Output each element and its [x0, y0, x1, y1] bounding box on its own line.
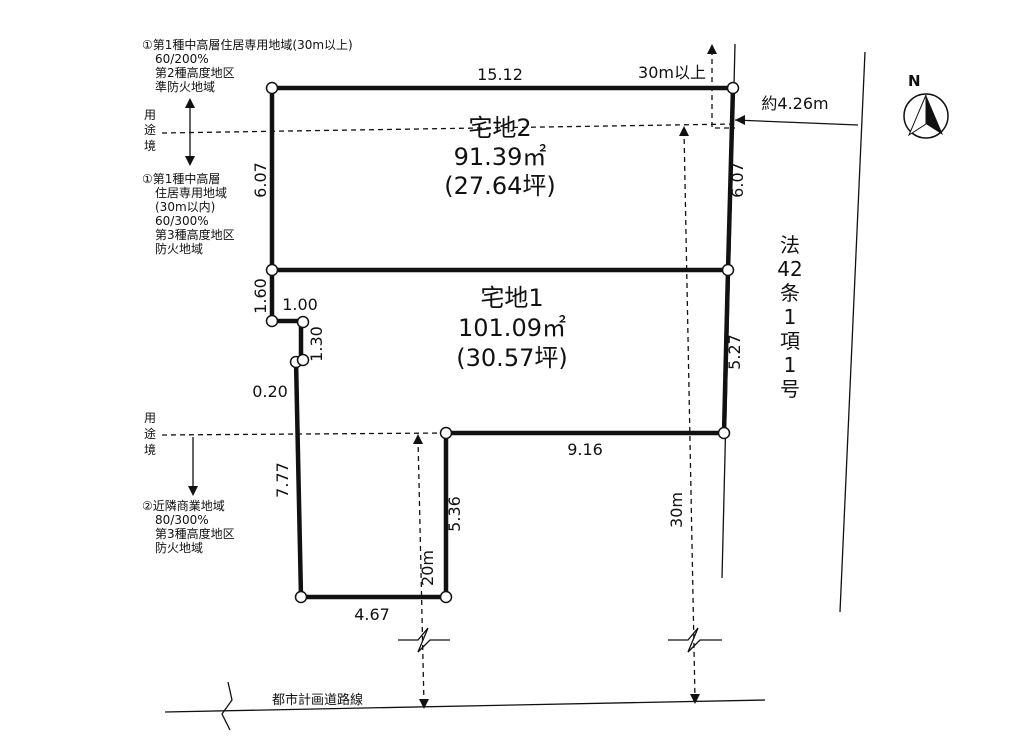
zone-label-lower: ②近隣商業地域 80/300% 第3種高度地区 防火地域 [142, 498, 235, 555]
road-char-5: 項 [780, 329, 800, 353]
vertex-node [265, 263, 279, 277]
zone-upper-line-4: 準防火地域 [155, 79, 215, 94]
road-width-label: 約4.26m [761, 94, 828, 113]
zone-upper-line-3: 第2種高度地区 [155, 65, 235, 80]
break-mark-30m [668, 627, 722, 653]
lot2-area: 91.39㎡ [454, 143, 547, 171]
road-width-arrow-head [735, 115, 745, 125]
lot1-name: 宅地1 [480, 284, 543, 312]
boundary-char-1: 用 [144, 108, 156, 122]
zone-lower-line-2: 80/300% [155, 513, 209, 527]
dim-left-notch: 1.60 [251, 278, 270, 314]
road-char-6: 1 [784, 353, 797, 377]
zone-lower-line-4: 防火地域 [155, 540, 203, 555]
dim-right-lower: 5.27 [725, 334, 744, 370]
marker-30m-top-label: 30m以上 [638, 63, 706, 82]
road-designation-label: 法 42 条 1 項 1 号 [777, 233, 802, 401]
marker-30m-head-bottom [690, 694, 700, 704]
road-char-7: 号 [780, 377, 800, 401]
lot1-tsubo: (30.57坪) [456, 344, 567, 372]
vertex-node [296, 353, 310, 367]
city-road-line [164, 699, 766, 713]
boundary-char-1: 用 [144, 411, 156, 425]
dim-left-lower: 7.77 [273, 462, 292, 498]
dim-inner-horizontal: 9.16 [567, 440, 603, 459]
vertex-node [439, 590, 453, 604]
dim-notch-down: 1.30 [307, 326, 326, 362]
zone-middle-line-2: 住居専用地域 [155, 186, 227, 200]
lot1-label: 宅地1 101.09㎡ (30.57坪) [456, 284, 567, 372]
zone-arrow-lower-head [188, 486, 198, 496]
zone-middle-line-1: ①第1種中高層 [142, 171, 220, 186]
zone-upper-line-1: ①第1種中高層住居専用地域(30m以上) [142, 37, 353, 52]
road-width-arrow-line [734, 119, 859, 126]
dim-top: 15.12 [477, 65, 523, 84]
vertex-node [439, 426, 453, 440]
road-char-2: 42 [777, 257, 802, 281]
zone-arrow-down-head [185, 156, 195, 166]
zone-label-upper: ①第1種中高層住居専用地域(30m以上) 60/200% 第2種高度地区 準防火… [142, 37, 353, 94]
boundary-char-2: 途 [144, 122, 156, 137]
road-char-4: 1 [784, 305, 797, 329]
dim-notch-top: 1.00 [282, 295, 318, 314]
vertex-node [726, 81, 740, 95]
marker-20m-head-bottom [419, 699, 429, 709]
zone-boundary-lower [161, 432, 446, 436]
zone-boundary-label-upper: 用 途 境 [144, 108, 156, 153]
road-char-3: 条 [780, 281, 800, 305]
boundary-char-3: 境 [144, 138, 156, 153]
road-edge-line-outer [839, 51, 866, 613]
zone-lower-line-1: ②近隣商業地域 [142, 498, 225, 513]
break-mark-20m [398, 627, 450, 653]
vertex-node [717, 426, 731, 440]
marker-30m-bracket-head [707, 44, 717, 54]
dim-left-upper: 6.07 [251, 162, 270, 198]
marker-30m-head-top [679, 126, 689, 136]
marker-30m-line [683, 129, 696, 701]
road-char-1: 法 [780, 233, 800, 257]
vertex-node [265, 314, 279, 328]
boundary-char-2: 途 [144, 426, 156, 441]
zone-arrow-up-head [185, 98, 195, 108]
zone-middle-line-6: 防火地域 [155, 241, 203, 256]
boundary-char-3: 境 [144, 442, 156, 457]
vertex-nodes [265, 81, 740, 604]
marker-20m-head-top [413, 434, 423, 444]
dim-bottom: 4.67 [354, 605, 390, 624]
zone-label-middle: ①第1種中高層 住居専用地域 (30m以内) 60/300% 第3種高度地区 防… [142, 171, 235, 256]
marker-30m-label: 30m [667, 492, 686, 528]
marker-20m-label: 20m [418, 550, 437, 586]
lot2-tsubo: (27.64坪) [444, 172, 555, 200]
dim-inner-vertical: 5.36 [445, 496, 464, 532]
lot2-label: 宅地2 91.39㎡ (27.64坪) [444, 114, 555, 200]
north-compass-icon: N [903, 72, 949, 139]
lot1-area: 101.09㎡ [458, 314, 566, 342]
zone-middle-line-4: 60/300% [155, 214, 209, 228]
vertex-node [265, 81, 279, 95]
dim-jog: 0.20 [252, 382, 288, 401]
zone-upper-line-2: 60/200% [155, 52, 209, 66]
vertex-node [721, 263, 735, 277]
city-road-label: 都市計画道路線 [272, 692, 363, 708]
north-label: N [908, 72, 921, 90]
zone-middle-line-5: 第3種高度地区 [155, 227, 235, 242]
dim-right-upper: 6.07 [728, 162, 747, 198]
zone-boundary-label-lower: 用 途 境 [144, 411, 156, 457]
city-road-break-mark [221, 681, 233, 731]
zone-lower-line-3: 第3種高度地区 [155, 526, 235, 541]
lot-outline [269, 85, 736, 600]
marker-30m-bracket [711, 50, 735, 129]
lot2-name: 宅地2 [468, 114, 531, 142]
zone-boundary-upper [161, 123, 736, 134]
zone-middle-line-3: (30m以内) [155, 200, 215, 214]
vertex-node [294, 590, 308, 604]
vertex-node [296, 315, 310, 329]
